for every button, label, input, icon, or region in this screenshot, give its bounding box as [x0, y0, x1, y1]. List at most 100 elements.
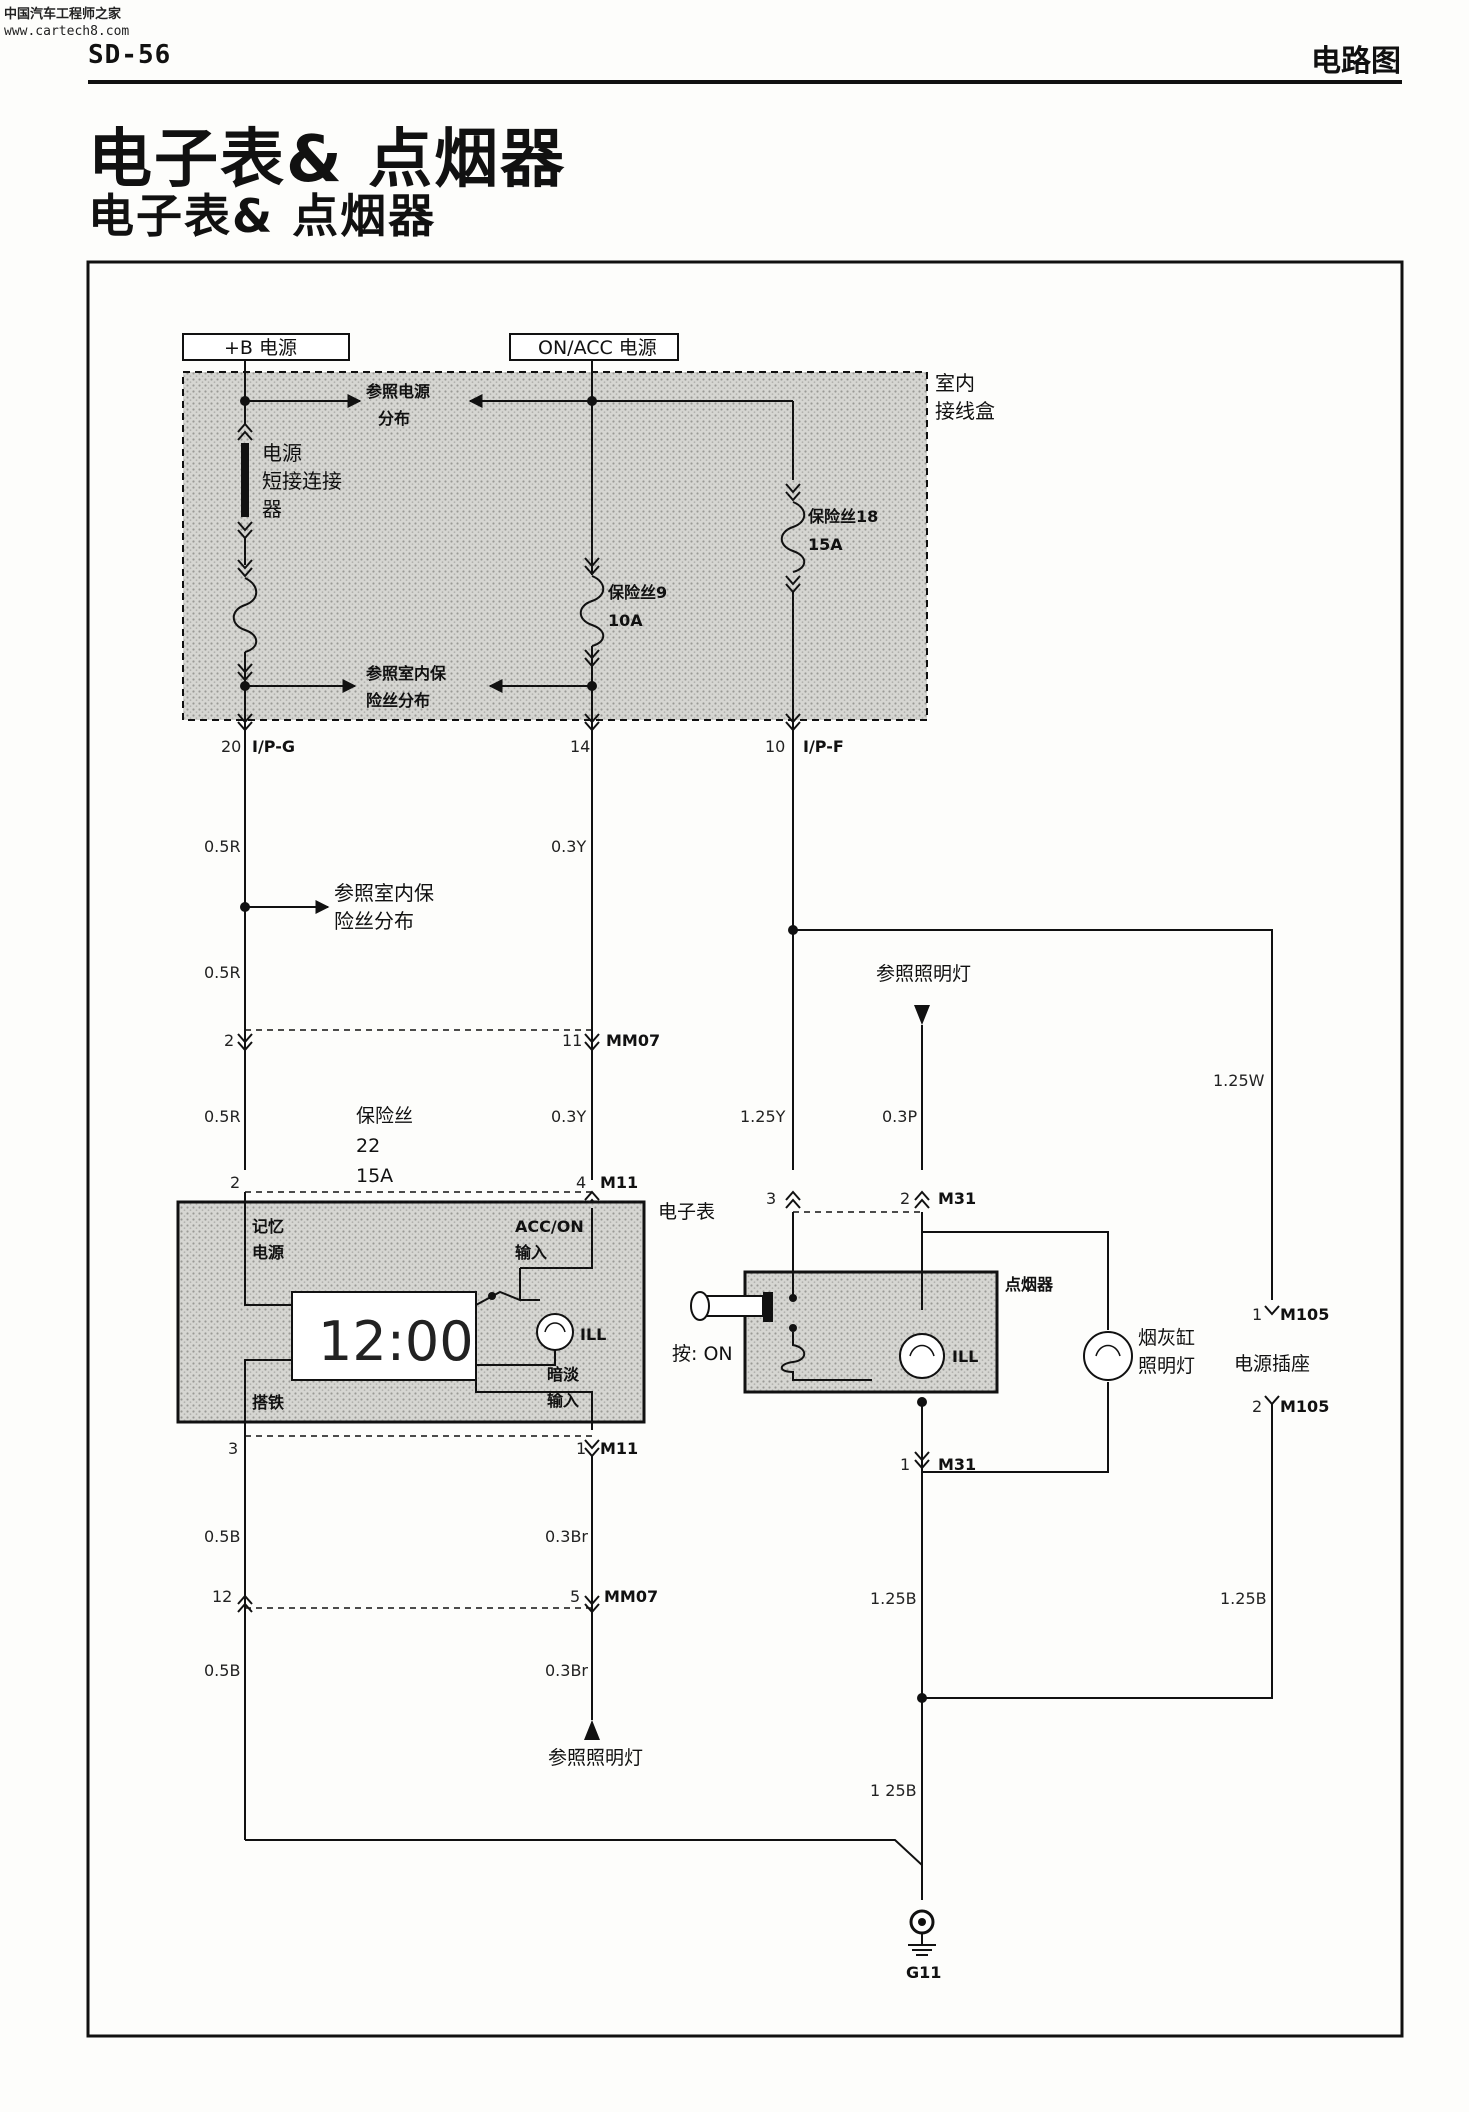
lighter-heating-coil [780, 1332, 872, 1381]
wire-label-03y-1: 0.3Y [551, 837, 586, 856]
acc-source-label: ON/ACC 电源 [538, 337, 657, 359]
connector-14 [584, 713, 600, 732]
ashtray-label-2: 照明灯 [1138, 1355, 1195, 1377]
fuse18-label-1: 保险丝18 [807, 507, 878, 526]
wire-125b-socket [922, 1404, 1273, 1699]
fuse-18 [780, 501, 806, 573]
wire-label-125w: 1.25W [1213, 1071, 1265, 1090]
lighter-ill: ILL [952, 1347, 978, 1366]
lighter-contact-2 [789, 1324, 797, 1332]
pin-10: 10 [765, 737, 785, 756]
wire-label-125y-1: 1.25Y [740, 1107, 786, 1126]
clock-display [291, 1291, 477, 1381]
clock-wire-lamp-return [476, 1350, 556, 1366]
battery-source-box [182, 333, 350, 361]
lighter-plunger [704, 1295, 764, 1317]
lighter-lamp-filament [909, 1344, 935, 1357]
ashtray-lamp-filament [1095, 1344, 1121, 1357]
wire-label-03br-2: 0.3Br [545, 1661, 588, 1680]
wire-label-03y-2: 0.3Y [551, 1107, 586, 1126]
connector-mm07-left [237, 1033, 253, 1052]
ref-illumination-bottom: 参照照明灯 [548, 1747, 643, 1769]
pin-12: 12 [212, 1587, 232, 1606]
clock-memory-2: 电源 [252, 1243, 284, 1262]
page-subtitle: 电子表& 点烟器 [88, 189, 437, 243]
wire-label-05r-2: 0.5R [204, 963, 241, 982]
pin-11: 11 [562, 1031, 582, 1050]
ground-g11-dot [918, 1918, 926, 1926]
clock-lamp-filament [544, 1322, 566, 1333]
clock-wire-memory [244, 1192, 292, 1306]
page-title: 电子表& 点烟器 [88, 123, 567, 197]
junction-box-label: 室内 [935, 371, 975, 395]
pin-m11a: M11 [600, 1173, 638, 1192]
wire-label-05r-3: 0.5R [204, 1107, 241, 1126]
ref-illumination-arrow-bottom [584, 1720, 600, 1740]
junction-box-label-2: 接线盒 [935, 399, 995, 423]
wire-label-03p: 0.3P [882, 1107, 917, 1126]
connector-mm07b-left [237, 1594, 253, 1613]
lighter-element [763, 1292, 773, 1322]
fuse18-label-2: 15A [808, 535, 843, 554]
pin-2b: 2 [230, 1173, 240, 1192]
clock-dimmer-2: 输入 [547, 1391, 579, 1410]
short-connector-label-3: 器 [262, 497, 282, 521]
ref-fuse-label-2: 险丝分布 [366, 691, 430, 710]
fuse-9 [579, 575, 605, 647]
pin-mm07b: MM07 [604, 1587, 658, 1606]
lighter-illumination-lamp [899, 1333, 945, 1379]
clock-wire-switch [475, 1268, 521, 1306]
connector-m31-right [914, 1190, 930, 1209]
ref-fuse-label-1: 参照室内保 [366, 664, 447, 683]
ashtray-ground-wire [922, 1382, 1109, 1473]
ref-illumination-top: 参照照明灯 [876, 963, 971, 985]
connector-m11-bottom-right [584, 1439, 600, 1458]
clock-illumination-lamp [536, 1313, 574, 1351]
pin-m105b: M105 [1280, 1397, 1329, 1416]
pin-mm07a: MM07 [606, 1031, 660, 1050]
pin-m105a: M105 [1280, 1305, 1329, 1324]
clock-wire-ground [244, 1359, 292, 1430]
ref-fuse-05r-label-2: 险丝分布 [334, 909, 414, 933]
svg-text:接线盒: 接线盒 [935, 399, 995, 423]
ref-power-label-1: 参照电源 [366, 382, 430, 401]
ground-g11-label: G11 [906, 1963, 941, 1982]
wire-label-05b-1: 0.5B [204, 1527, 240, 1546]
connector-fuse-top [237, 559, 253, 578]
pin-ipg: I/P-G [252, 737, 295, 756]
fuse9-label-1: 保险丝9 [607, 583, 667, 602]
wire-label-03br-1: 0.3Br [545, 1527, 588, 1546]
wire-label-125b-2: 1.25B [1220, 1589, 1267, 1608]
lighter-knob [690, 1291, 710, 1321]
pin-2c: 2 [900, 1189, 910, 1208]
connector-m31-left [785, 1190, 801, 1209]
connector-fuse18-top [785, 483, 801, 502]
wire-05b-to-ground [245, 1839, 923, 1900]
battery-source-label: +B 电源 [224, 337, 297, 359]
clock-memory-1: 记忆 [252, 1217, 284, 1236]
fuse9-label-2: 10A [608, 611, 643, 630]
lighter-push-label: 按: ON [672, 1343, 733, 1365]
clock-label: 电子表 [658, 1201, 715, 1223]
socket-connector-top [1264, 1305, 1280, 1316]
watermark: 中国汽车工程师之家 www.cartech8.com [4, 6, 129, 40]
connector-sc-top [237, 422, 253, 441]
ashtray-lamp [1083, 1331, 1133, 1381]
short-connector-label-2: 短接连接 [262, 469, 342, 493]
socket-connector-bottom [1264, 1395, 1280, 1406]
fuse22-label-3: 15A [356, 1165, 393, 1187]
pin-1d: 1 [1252, 1305, 1262, 1324]
fuse22-label-1: 保险丝 [356, 1105, 413, 1127]
watermark-url: www.cartech8.com [4, 24, 130, 39]
pin-3c: 3 [766, 1189, 776, 1208]
connector-mm07b-right [584, 1595, 600, 1614]
junction-box [182, 371, 928, 721]
ref-fuse-05r-label-1: 参照室内保 [334, 881, 434, 905]
wire-label-125b-1: 1.25B [870, 1589, 917, 1608]
diagram-frame [86, 260, 1404, 2038]
clock-wire-dimmer [475, 1380, 593, 1430]
lighter-contact [789, 1294, 797, 1302]
pin-m31a: M31 [938, 1189, 976, 1208]
page-number: SD-56 [88, 40, 172, 70]
fuse22-label-2: 22 [356, 1135, 380, 1157]
